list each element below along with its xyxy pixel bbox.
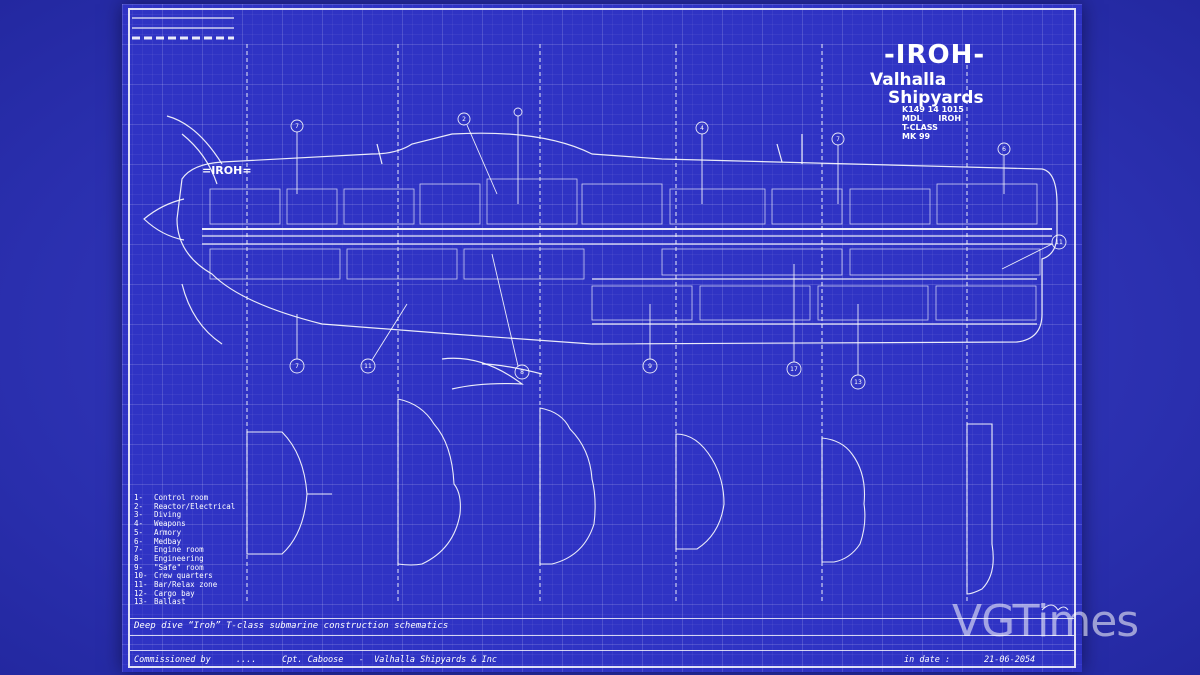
- callout-label: 7: [295, 363, 299, 370]
- legend-item: 9-"Safe" room: [134, 562, 204, 572]
- brand-subtitle-1: Valhalla: [870, 70, 947, 90]
- submarine-hull: [143, 115, 1058, 390]
- legend-item: 6-Medbay: [134, 536, 182, 546]
- callout-label: 13: [854, 379, 862, 386]
- spec-line: MDL IROH: [902, 114, 962, 123]
- blueprint-sheet: 7 2 4 7 6 11 7 11 8 9 17 13 =IROH= -IROH…: [122, 4, 1082, 672]
- commissioner: Cpt. Caboose - Valhalla Shipyards & Inc: [282, 655, 497, 665]
- sheet-frame: [128, 8, 1076, 668]
- compartments: [209, 178, 1041, 321]
- spec-line: T-CLASS: [902, 123, 938, 132]
- legend-item: 7-Engine room: [134, 545, 204, 555]
- commissioned-label: Commissioned by: [134, 655, 211, 665]
- callout-label: 11: [1055, 239, 1063, 246]
- callout-label: 7: [836, 136, 840, 143]
- legend-item: 1-Control room: [134, 493, 209, 502]
- callout-markers: [289, 107, 1067, 390]
- legend-item: 12-Cargo bay: [134, 588, 195, 598]
- legend-item: 13-Ballast: [134, 597, 186, 607]
- legend: 1-Control room 2-Reactor/Electrical 3-Di…: [134, 493, 236, 607]
- legend-item: 10-Crew quarters: [134, 571, 213, 581]
- commissioned-dots: ....: [236, 655, 257, 665]
- callout-label: 9: [648, 363, 652, 370]
- legend-item: 8-Engineering: [134, 553, 204, 563]
- spec-block: K149 14 1015 MDL IROH T-CLASS MK 99: [902, 105, 964, 141]
- callout-label: 2: [462, 116, 466, 123]
- description-box: [130, 618, 1074, 636]
- callout-label: 4: [700, 125, 704, 132]
- footer-box: [130, 650, 1074, 669]
- cross-sections: [246, 398, 994, 595]
- callout-label: 7: [295, 123, 299, 130]
- callout-label: 11: [364, 363, 372, 370]
- legend-item: 11-Bar/Relax zone: [134, 580, 218, 590]
- date-label: in date :: [904, 655, 951, 665]
- callout-label: 17: [790, 366, 798, 373]
- watermark-logo: VGTimes: [952, 596, 1139, 647]
- legend-item: 2-Reactor/Electrical: [134, 501, 236, 511]
- callout-label: 6: [1002, 146, 1006, 153]
- legend-item: 3-Diving: [134, 510, 182, 520]
- spec-line: K149 14 1015: [902, 105, 964, 114]
- brand-title: -IROH-: [884, 40, 986, 70]
- callout-label: 8: [520, 369, 524, 376]
- brand-subtitle-2: Shipyards: [888, 88, 984, 108]
- legend-item: 4-Weapons: [134, 519, 186, 529]
- description-text: Deep dive “Iroh” T-class submarine const…: [134, 621, 449, 631]
- hull-label: =IROH=: [202, 164, 252, 177]
- submarine-schematic: 7 2 4 7 6 11 7 11 8 9 17 13 =IROH=: [132, 17, 1069, 611]
- date-value: 21-06-2054: [984, 655, 1036, 665]
- spec-line: MK 99: [902, 132, 931, 141]
- legend-item: 5-Armory: [134, 527, 182, 537]
- scale-bar: [132, 17, 234, 40]
